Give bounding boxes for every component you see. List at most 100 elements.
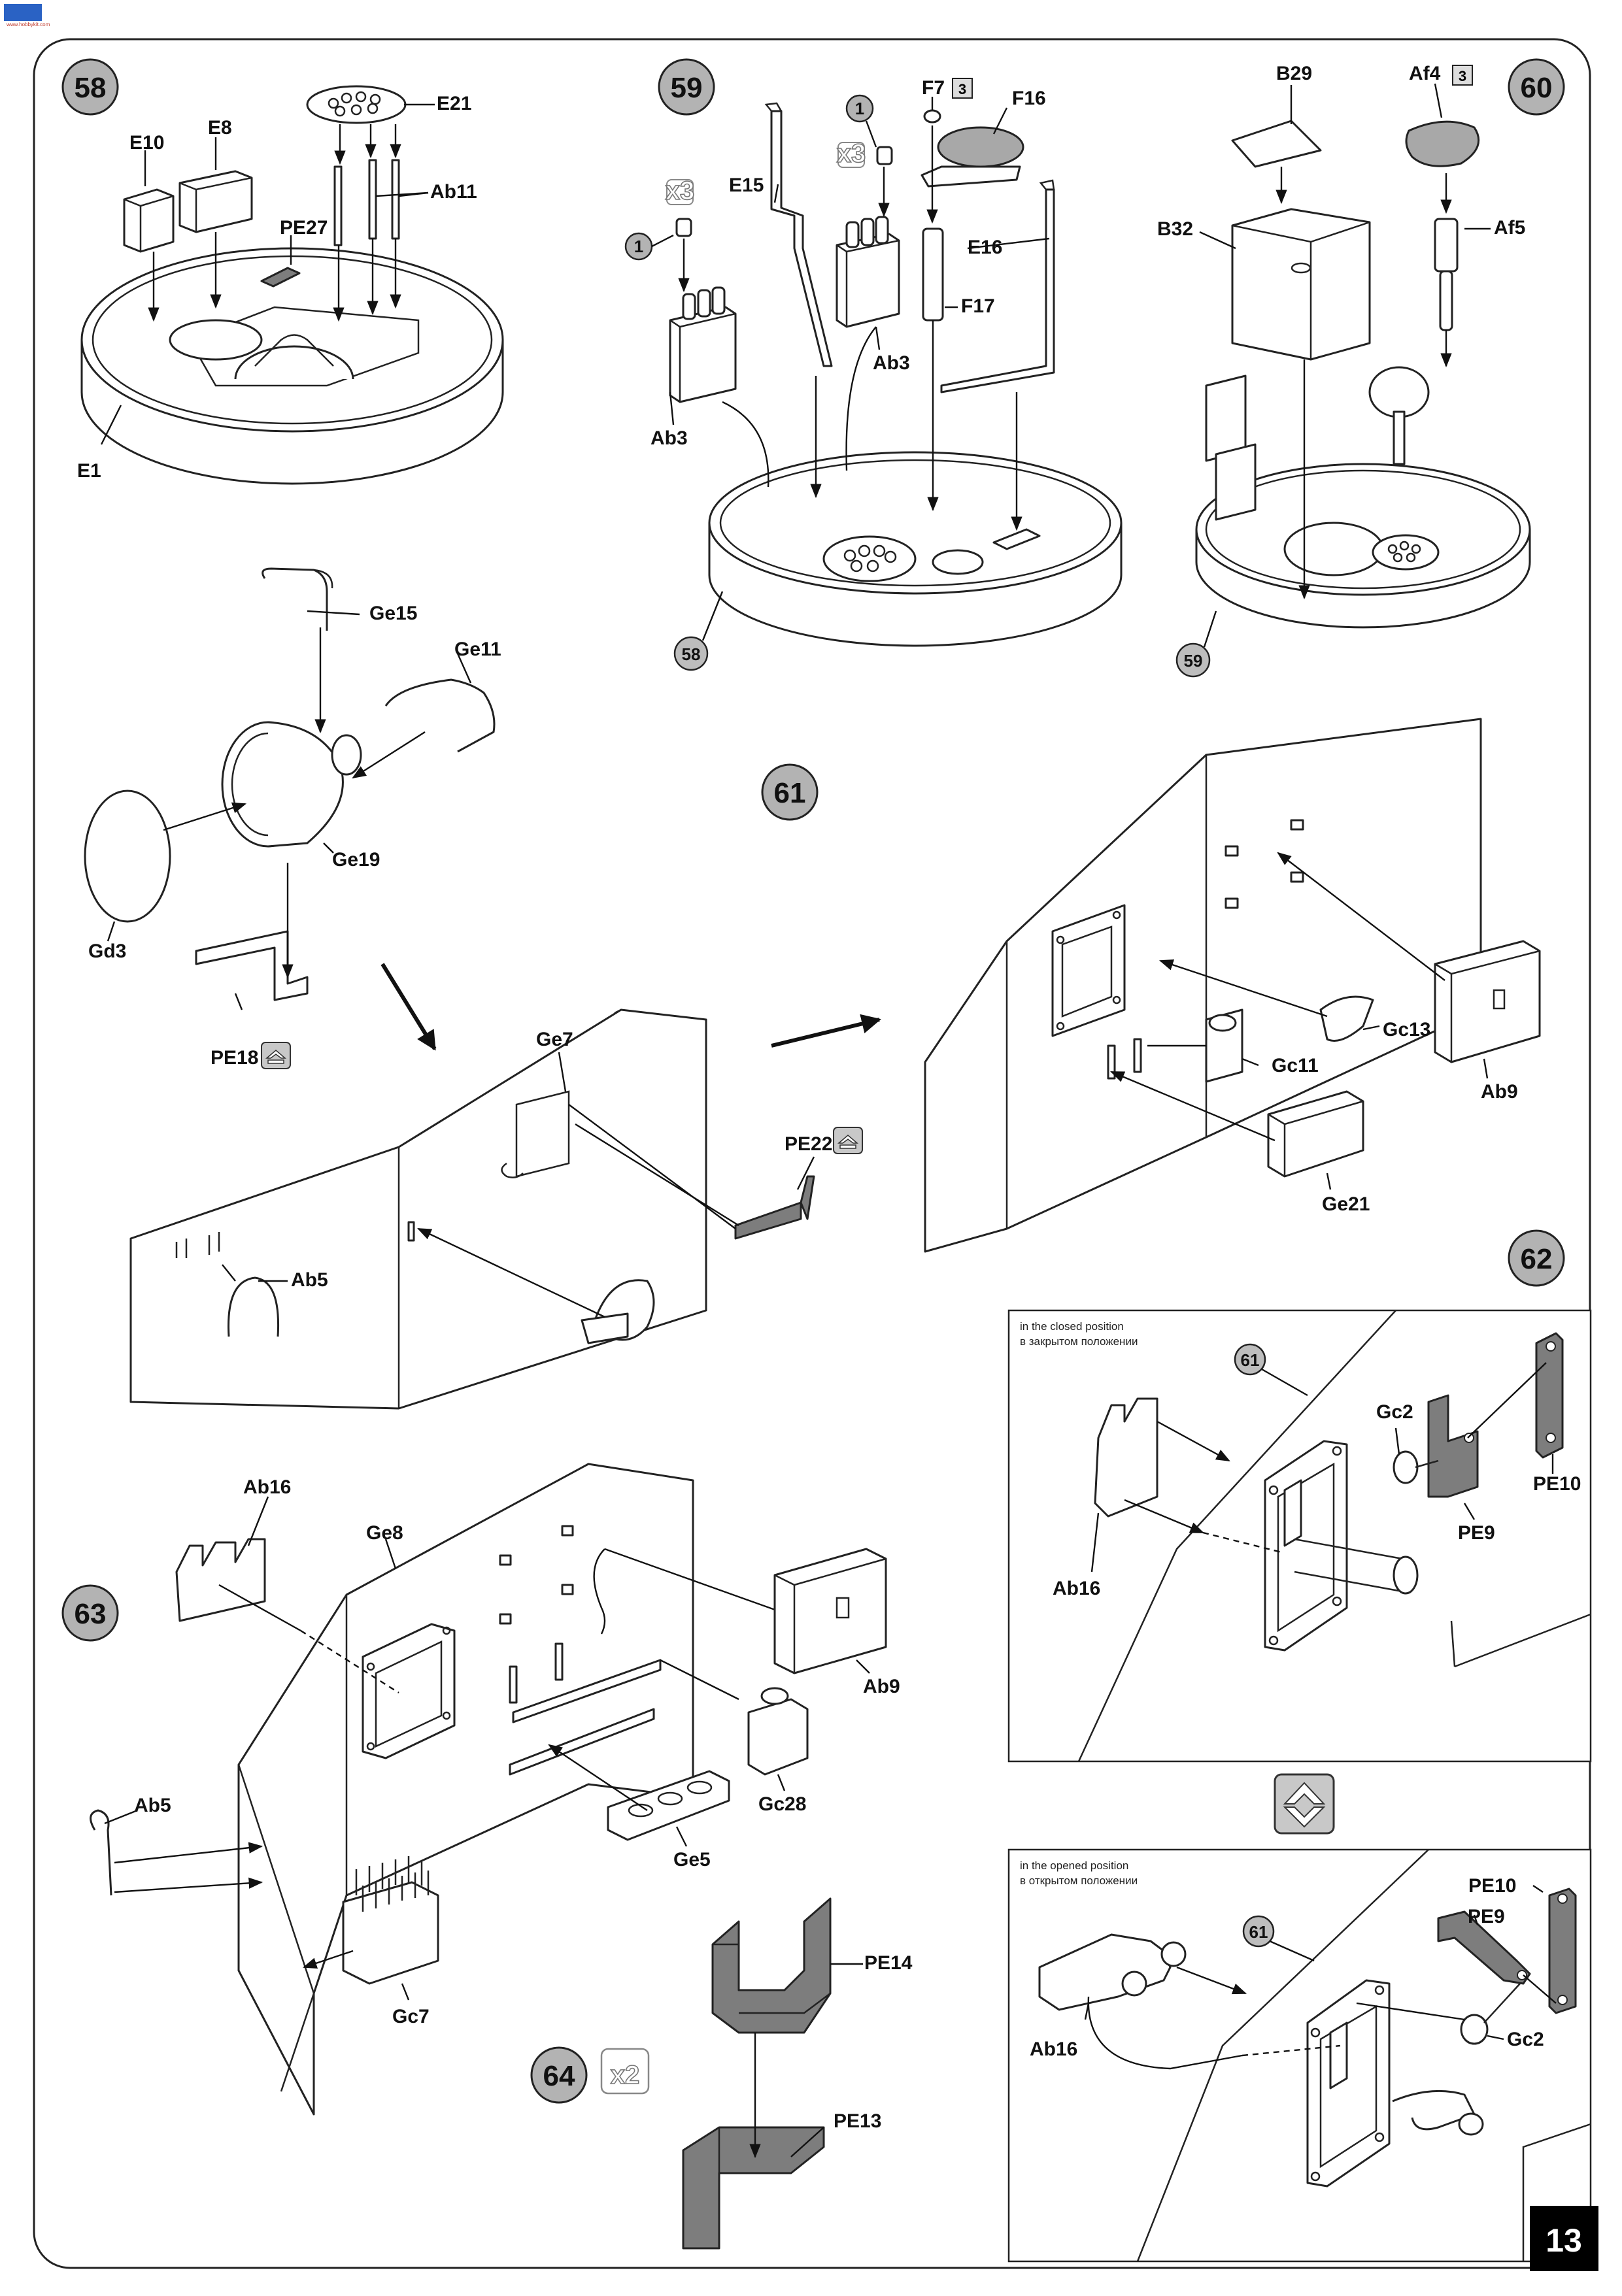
step-58-number: 58 <box>75 72 107 104</box>
label-e21: E21 <box>437 93 471 114</box>
label-f17: F17 <box>961 295 995 317</box>
label-ab5-step61: Ab5 <box>291 1269 328 1291</box>
label-f16: F16 <box>1012 88 1046 109</box>
label-gc28: Gc28 <box>758 1793 806 1815</box>
part-pe22 <box>734 1201 802 1240</box>
label-gd3: Gd3 <box>88 940 126 962</box>
step-62-badge <box>1508 1229 1565 1287</box>
part-pe10-closed <box>1535 1332 1564 1459</box>
closed-caption-ru: в закрытом положении <box>1020 1335 1138 1348</box>
label-pe27: PE27 <box>280 217 328 239</box>
label-gc11: Gc11 <box>1272 1055 1319 1076</box>
part-ge15 <box>262 567 328 631</box>
page-number: 13 <box>1546 2222 1582 2259</box>
part-ab9-step63 <box>773 1548 887 1674</box>
ref-58-badge <box>673 636 709 671</box>
photo-etch-icon-pe18 <box>261 1042 291 1069</box>
label-ge7: Ge7 <box>536 1029 573 1050</box>
part-ab16-opened <box>1038 1933 1172 2011</box>
part-ab5-step63 <box>90 1809 112 1896</box>
step-62-number: 62 <box>1521 1243 1553 1275</box>
part-e8 <box>178 170 253 233</box>
part-pe14 <box>711 1897 832 2034</box>
label-gc7: Gc7 <box>392 2006 430 2027</box>
step-59-number: 59 <box>671 72 703 104</box>
part-af4 <box>1405 120 1480 167</box>
step-64: 64 x2 PE14 PE13 <box>530 1897 913 2250</box>
label-gc2-closed: Gc2 <box>1376 1401 1413 1423</box>
part-gc2-closed <box>1393 1450 1419 1484</box>
label-e16: E16 <box>968 237 1002 258</box>
label-gc2-opened: Gc2 <box>1507 2029 1544 2050</box>
ref-61-closed-badge <box>1234 1343 1266 1376</box>
label-ab3-right: Ab3 <box>873 352 910 374</box>
label-ge19: Ge19 <box>332 849 380 871</box>
label-ge8: Ge8 <box>366 1522 403 1544</box>
label-ab9-step61: Ab9 <box>1481 1081 1518 1103</box>
part-gd3 <box>84 790 171 923</box>
opened-caption-ru: в открытом положении <box>1020 1874 1138 1887</box>
step-63-badge <box>61 1584 119 1642</box>
subassembly-1-badge-right <box>845 94 874 123</box>
label-b29: B29 <box>1276 63 1312 84</box>
ref-59-badge <box>1175 642 1211 678</box>
svg-text:58: 58 <box>682 644 701 664</box>
label-pe13: PE13 <box>834 2110 881 2132</box>
part-gc28 <box>747 1698 809 1776</box>
multiplier-x3-right: x3 <box>837 139 866 168</box>
base-tray-e1 <box>80 247 504 433</box>
label-ab9-step63: Ab9 <box>863 1676 900 1697</box>
part-ab5-left <box>228 1276 280 1337</box>
label-pe18: PE18 <box>211 1047 258 1069</box>
part-f17 <box>922 227 944 322</box>
step-61: 61 Ge15 Ge11 Ge19 Gd3 PE18 <box>84 567 1541 1410</box>
label-pe22: PE22 <box>785 1133 832 1155</box>
label-ge11: Ge11 <box>454 639 501 660</box>
label-ab11: Ab11 <box>430 181 477 203</box>
part-pe9-closed <box>1427 1394 1479 1498</box>
part-pe27 <box>260 267 301 288</box>
label-ge15: Ge15 <box>369 603 417 624</box>
label-e10: E10 <box>129 132 164 154</box>
part-ge7-panel <box>129 1008 707 1410</box>
part-b32 <box>1231 208 1371 361</box>
f7-quantity: 3 <box>958 81 966 97</box>
opened-caption-en: in the opened position <box>1020 1859 1128 1872</box>
part-ge21 <box>1267 1090 1364 1178</box>
step-63-number: 63 <box>75 1598 107 1630</box>
part-pe18 <box>195 930 309 1001</box>
part-ge7-panel-right <box>924 718 1482 1253</box>
part-e15 <box>770 110 833 367</box>
page-number-box <box>1530 2206 1598 2271</box>
part-pe9-opened <box>1437 1910 1531 1985</box>
part-gc7 <box>342 1881 439 1985</box>
part-af5 <box>1434 218 1459 273</box>
multiplier-x2-box <box>600 2048 650 2095</box>
label-pe10-opened: PE10 <box>1468 1875 1516 1897</box>
step-62: 62 in the closed position в закрытом пол… <box>1007 1229 1592 2263</box>
site-logo-text: www.hobbykit.com <box>6 22 50 27</box>
label-gc13: Gc13 <box>1383 1019 1430 1040</box>
label-pe9-opened: PE9 <box>1468 1906 1505 1927</box>
step-64-number: 64 <box>543 2060 575 2092</box>
part-ge11 <box>384 678 496 753</box>
part-ge5 <box>607 1770 730 1841</box>
label-af5: Af5 <box>1494 217 1525 239</box>
label-pe10-closed: PE10 <box>1533 1473 1581 1495</box>
multiplier-x3-left: x3 <box>666 176 695 205</box>
label-ge5: Ge5 <box>673 1849 711 1871</box>
site-logo: www.hobbykit.com <box>4 4 50 27</box>
part-e16 <box>940 188 1055 393</box>
label-f7: F7 <box>922 77 945 99</box>
label-ab16-step63: Ab16 <box>243 1476 291 1498</box>
label-e1: E1 <box>77 460 101 482</box>
label-ab3-left: Ab3 <box>650 427 688 449</box>
part-ab16-closed <box>1094 1397 1158 1518</box>
label-e8: E8 <box>208 117 232 139</box>
multiplier-x2: x2 <box>611 2061 640 2089</box>
part-b29 <box>1231 120 1322 168</box>
step-60-badge <box>1508 58 1565 116</box>
opened-position-panel <box>1007 1848 1592 2263</box>
